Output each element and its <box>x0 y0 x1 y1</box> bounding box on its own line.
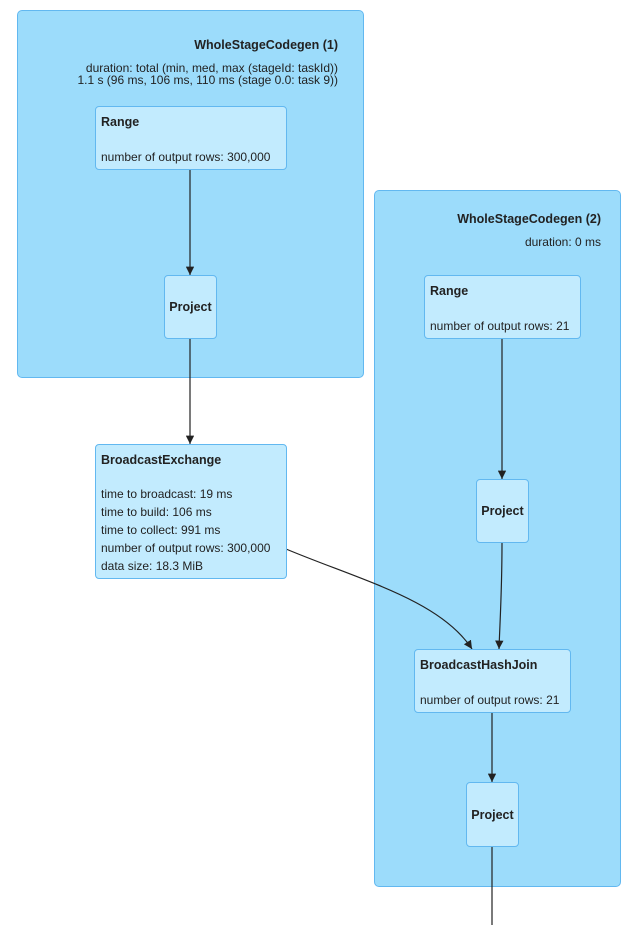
cluster-1-title: WholeStageCodegen (1) <box>194 38 338 52</box>
node-range-2[interactable]: Range number of output rows: 21 <box>424 275 581 339</box>
node-range-1[interactable]: Range number of output rows: 300,000 <box>95 106 287 170</box>
node-range-1-title: Range <box>101 115 140 129</box>
node-broadcast-exchange-title: BroadcastExchange <box>101 453 222 467</box>
metric-output-rows: number of output rows: 300,000 <box>101 150 271 164</box>
node-range-2-title: Range <box>430 284 469 298</box>
node-broadcast-hash-join-title: BroadcastHashJoin <box>420 658 538 672</box>
node-range-1-metrics: number of output rows: 300,000 <box>101 148 270 166</box>
node-project-1-title: Project <box>169 300 212 314</box>
node-project-2-title: Project <box>481 504 524 518</box>
node-project-2[interactable]: Project <box>476 479 529 543</box>
node-project-3[interactable]: Project <box>466 782 519 847</box>
edge-broadcastexchange-to-hashjoin <box>285 548 473 650</box>
cluster-2-duration: duration: 0 ms <box>524 235 601 249</box>
metric-time-to-broadcast: time to broadcast: 19 ms <box>101 487 233 501</box>
metric-time-to-collect: time to collect: 991 ms <box>101 523 221 537</box>
node-broadcast-hash-join[interactable]: BroadcastHashJoin number of output rows:… <box>414 649 571 713</box>
cluster-1-duration: duration: total (min, med, max (stageId:… <box>77 62 338 86</box>
node-range-2-metrics: number of output rows: 21 <box>430 317 569 335</box>
metric-output-rows: number of output rows: 300,000 <box>101 541 271 555</box>
cluster-2-title: WholeStageCodegen (2) <box>457 212 601 226</box>
node-project-1[interactable]: Project <box>164 275 217 339</box>
node-broadcast-exchange[interactable]: BroadcastExchange time to broadcast: 19 … <box>95 444 287 579</box>
metric-output-rows: number of output rows: 21 <box>420 693 560 707</box>
metric-output-rows: number of output rows: 21 <box>430 319 570 333</box>
cluster-1-duration-line1: duration: total (min, med, max (stageId:… <box>85 61 338 75</box>
metric-time-to-build: time to build: 106 ms <box>101 505 212 519</box>
node-project-3-title: Project <box>471 807 514 822</box>
metric-data-size: data size: 18.3 MiB <box>101 559 204 573</box>
node-broadcast-exchange-metrics: time to broadcast: 19 ms time to build: … <box>101 485 270 575</box>
node-broadcast-hash-join-metrics: number of output rows: 21 <box>420 691 559 709</box>
cluster-1-duration-line2: 1.1 s (96 ms, 106 ms, 110 ms (stage 0.0:… <box>77 73 338 87</box>
edge-project2-to-hashjoin <box>495 542 504 650</box>
